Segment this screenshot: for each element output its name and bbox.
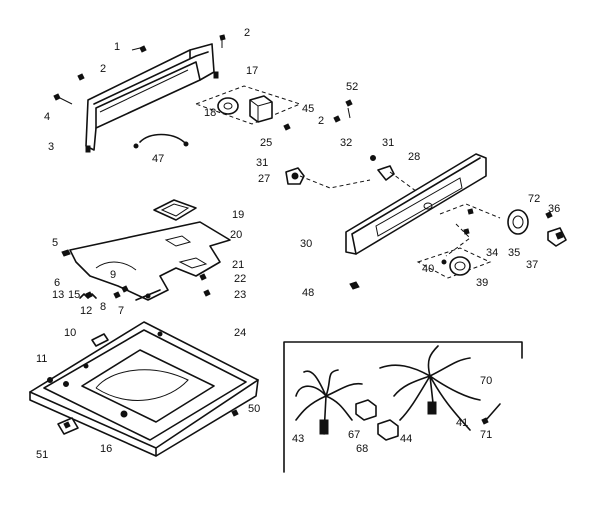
callout-label: 17 <box>246 65 258 77</box>
callout-label: 2 <box>100 63 106 75</box>
screw <box>113 291 121 299</box>
bracket-arm <box>135 289 161 301</box>
switch-knob <box>285 167 305 185</box>
screw <box>199 273 207 281</box>
callout-label: 45 <box>302 103 314 115</box>
callout-label: 16 <box>100 443 112 455</box>
control-knob <box>507 209 529 235</box>
callout-label: 48 <box>302 287 314 299</box>
callout-label: 43 <box>292 433 304 445</box>
callout-label: 20 <box>230 229 242 241</box>
clip <box>213 71 219 79</box>
callout-label: 71 <box>480 429 492 441</box>
callout-label: 72 <box>528 193 540 205</box>
control-panel <box>345 153 487 255</box>
callout-label: 67 <box>348 429 360 441</box>
hinge <box>91 333 109 347</box>
screw <box>219 34 226 48</box>
relay <box>377 419 399 441</box>
callout-label: 19 <box>232 209 244 221</box>
callout-label: 4 <box>44 111 50 123</box>
callout-label: 31 <box>382 137 394 149</box>
callout-label: 11 <box>36 353 47 365</box>
switch <box>370 155 395 181</box>
callout-label: 35 <box>508 247 520 259</box>
screw <box>53 93 73 105</box>
callout-label: 51 <box>36 449 48 461</box>
screw <box>121 285 129 293</box>
wiring-bracket <box>69 221 231 301</box>
callout-label: 18 <box>204 107 216 119</box>
relay <box>355 399 377 421</box>
lid-switch-pad <box>153 199 197 221</box>
dashed-leader <box>299 171 421 195</box>
switch-block <box>249 95 273 123</box>
screw <box>131 45 147 53</box>
callout-label: 25 <box>260 137 272 149</box>
callout-label: 28 <box>408 151 420 163</box>
screw <box>203 289 211 297</box>
screw <box>467 208 474 215</box>
callout-label: 47 <box>152 153 164 165</box>
control-knob <box>547 227 567 247</box>
callout-label: 36 <box>548 203 560 215</box>
callout-label: 40 <box>422 263 434 275</box>
callout-label: 3 <box>48 141 54 153</box>
callout-label: 1 <box>114 41 120 53</box>
callout-label: 8 <box>100 301 106 313</box>
callout-label: 31 <box>256 157 268 169</box>
console-backguard <box>85 43 215 151</box>
screw <box>283 123 291 131</box>
wire-clip <box>133 133 189 149</box>
timer-outline <box>416 247 492 279</box>
screw <box>77 73 85 81</box>
callout-label: 2 <box>318 115 324 127</box>
callout-label: 9 <box>110 269 116 281</box>
callout-label: 6 <box>54 277 60 289</box>
callout-label: 7 <box>118 305 124 317</box>
callout-label: 44 <box>400 433 412 445</box>
callout-label: 37 <box>526 259 538 271</box>
callout-label: 13 <box>52 289 64 301</box>
screw <box>85 291 93 299</box>
callout-label: 68 <box>356 443 368 455</box>
callout-label: 10 <box>64 327 76 339</box>
screw <box>61 249 71 257</box>
hinge <box>57 417 79 435</box>
clip <box>85 145 91 153</box>
callout-label: 27 <box>258 173 270 185</box>
wiring-harness <box>295 369 363 435</box>
screw <box>463 228 470 235</box>
callout-label: 41 <box>456 417 468 429</box>
timer-motor <box>217 97 239 115</box>
callout-label: 50 <box>248 403 260 415</box>
callout-label: 39 <box>476 277 488 289</box>
wiring-harness <box>379 345 481 431</box>
washer-top <box>29 321 259 457</box>
callout-label: 34 <box>486 247 498 259</box>
screw <box>231 409 239 417</box>
timer-dial <box>441 256 471 276</box>
callout-label: 24 <box>234 327 246 339</box>
harness-box <box>283 341 523 473</box>
callout-label: 30 <box>300 238 312 250</box>
callout-label: 22 <box>234 273 246 285</box>
callout-label: 23 <box>234 289 246 301</box>
callout-label: 70 <box>480 375 492 387</box>
screw <box>333 115 341 123</box>
callout-label: 2 <box>244 27 250 39</box>
callout-label: 5 <box>52 237 58 249</box>
callout-label: 12 <box>80 305 92 317</box>
callout-label: 32 <box>340 137 352 149</box>
callout-label: 21 <box>232 259 244 271</box>
callout-label: 15 <box>68 289 80 301</box>
screw <box>345 99 353 119</box>
dashed-leader <box>439 203 501 257</box>
callout-label: 52 <box>346 81 358 93</box>
screw <box>545 211 553 219</box>
fuse <box>481 403 501 425</box>
screw <box>349 281 360 290</box>
